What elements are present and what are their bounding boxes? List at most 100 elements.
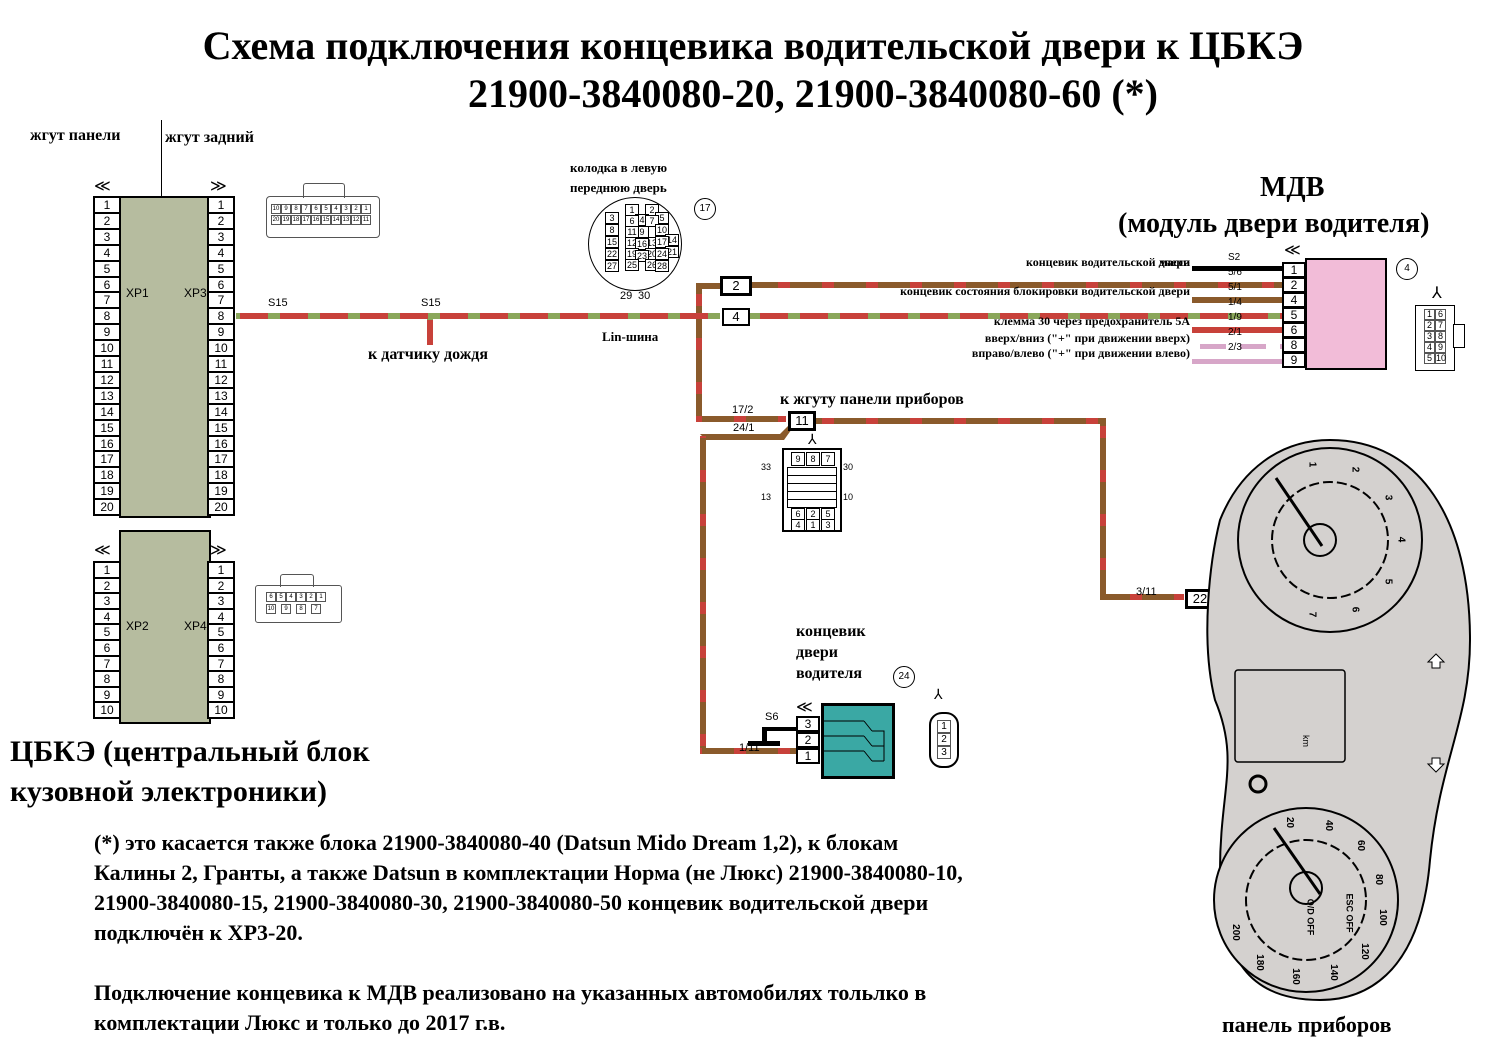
xp3-face-pin-19: 19 <box>281 215 291 225</box>
connector-arrow-right-icon: ≫ <box>210 178 227 195</box>
tachometer-tick-6: 6 <box>1349 606 1361 613</box>
xp3-face-pin-3: 3 <box>341 204 351 214</box>
rain-sensor-label: к датчику дождя <box>368 346 489 363</box>
switch-face-pin-2: 2 <box>937 733 951 746</box>
mdv-face-pin-8: 8 <box>1435 331 1446 342</box>
panel-harness-label: жгут панели <box>30 127 121 144</box>
panel-harness-wire <box>814 418 1106 424</box>
xp3-face-pin-1: 1 <box>361 204 371 214</box>
mdv-face-pin-9: 9 <box>1435 342 1446 353</box>
tachometer-tick-7: 7 <box>1306 611 1318 618</box>
cbke-label: ЦБКЭ (центральный блок кузовной электрон… <box>10 732 370 812</box>
door-switch-number: 24 <box>893 666 915 688</box>
door-connector-pin-24: 24 <box>655 248 669 260</box>
harness-divider <box>161 120 162 196</box>
speedometer-tick-20: 20 <box>1284 817 1296 829</box>
footnote-line3: 21900-3840080-15, 21900-3840080-30, 2190… <box>94 890 929 915</box>
connector-fork-icon: ⅄ <box>934 688 943 703</box>
mdv-wire-code: 5/1 <box>1228 282 1242 293</box>
door-switch-pin-1: 1 <box>796 748 820 764</box>
s15-label-a: S15 <box>268 297 288 309</box>
door-connector-pin-27: 27 <box>605 260 619 272</box>
speedometer-tick-100: 100 <box>1376 909 1388 926</box>
speedometer-tick-120: 120 <box>1359 943 1371 960</box>
cbke-pin-left-13: 13 <box>93 386 121 405</box>
xp3-face-pin-18: 18 <box>291 215 301 225</box>
switch-face-pin-1: 1 <box>937 720 951 733</box>
xp3-face-pin-7: 7 <box>301 204 311 214</box>
lcd-km-unit: km <box>1301 735 1311 747</box>
cbke-pin-right-11: 11 <box>207 355 235 373</box>
leftright-wire <box>1192 359 1282 364</box>
mdv-title: МДВ <box>1260 172 1325 203</box>
wire-tag-11: 11 <box>788 411 816 431</box>
cbke-upper-block <box>119 196 211 518</box>
door-connector-pin-10: 10 <box>655 224 669 236</box>
panel-face-pin-4: 4 <box>791 519 805 531</box>
connector-latch <box>303 183 345 198</box>
footnote-line1: (*) это касается также блока 21900-38400… <box>94 830 899 855</box>
panel-face-pin-8: 8 <box>806 452 820 466</box>
connector-latch <box>1453 324 1465 348</box>
door-connector-label: колодка в левую переднюю дверь <box>570 158 667 198</box>
cbke-pin-right-10: 10 <box>207 701 235 720</box>
diagram-title-line1: Схема подключения концевика водительской… <box>202 23 1304 68</box>
rear-harness-label: жгут задний <box>165 129 254 146</box>
updown-wire <box>1192 344 1282 349</box>
xp3-face-pin-15: 15 <box>321 215 331 225</box>
connector-latch <box>280 574 314 587</box>
tachometer-tick-5: 5 <box>1382 578 1394 585</box>
door-switch-label-line1: концевик <box>796 623 866 640</box>
mdv-wire-code: 2/1 <box>1228 327 1242 338</box>
xp3-face-pin-9: 9 <box>281 204 291 214</box>
s6-label: S6 <box>765 711 779 723</box>
panel-face-grid-row <box>787 499 837 508</box>
mdv-face-pin-10: 10 <box>1435 353 1447 364</box>
rain-sensor-wire <box>427 319 433 345</box>
mdv-signal-label: концевик состояния блокировки водительск… <box>900 284 1190 298</box>
mdv-wire-code: 5/6 <box>1228 267 1242 278</box>
connector-arrow-left-icon: ≪ <box>1284 242 1301 259</box>
footnote: (*) это касается также блока 21900-38400… <box>94 828 963 1038</box>
cbke-label-line1: ЦБКЭ (центральный блок <box>10 735 370 768</box>
mdv-block <box>1305 258 1387 370</box>
xp4-face-pin-5: 5 <box>276 592 286 602</box>
s15-label-b: S15 <box>421 297 441 309</box>
xp4-face-pin-7: 7 <box>311 604 321 614</box>
mdv-wire-code: 1/9 <box>1228 312 1242 323</box>
cbke-pin-right-14: 14 <box>207 402 235 421</box>
door-connector-pin-8: 8 <box>605 224 619 236</box>
tachometer-tick-3: 3 <box>1382 494 1394 501</box>
to-panel-harness-label: к жгуту панели приборов <box>780 391 964 408</box>
mdv-face-pin-6: 6 <box>1435 309 1446 320</box>
esc-off-indicator: ESC OFF <box>1344 893 1355 933</box>
mdv-wire-code: 1/4 <box>1228 297 1242 308</box>
mdv-signal-label: клемма 30 через предохранитель 5А <box>993 314 1190 328</box>
speedometer-tick-80: 80 <box>1373 873 1385 885</box>
wire-tag-22: 22 <box>1185 589 1215 609</box>
xp3-face-pin-6: 6 <box>311 204 321 214</box>
lock-wire-brown <box>1192 297 1282 303</box>
mdv-wire-code: 2/3 <box>1228 342 1242 353</box>
door-connector-label-line2: переднюю дверь <box>570 180 667 195</box>
door-switch-wire <box>748 282 1282 288</box>
door-connector-number: 17 <box>694 198 716 220</box>
footnote-line5: Подключение концевика к МДВ реализовано … <box>94 980 927 1005</box>
xp3-label: XP3 <box>184 286 207 300</box>
connector-fork-icon: ⅄ <box>808 433 817 448</box>
xp3-face-pin-11: 11 <box>361 215 371 225</box>
xp3-face-pin-14: 14 <box>331 215 341 225</box>
xp3-face-pin-16: 16 <box>311 215 321 225</box>
wire-tag-2: 2 <box>720 276 752 296</box>
tachometer-tick-2: 2 <box>1349 466 1361 473</box>
cbke-label-line2: кузовной электроники) <box>10 775 328 808</box>
xp4-face-pin-8: 8 <box>296 604 306 614</box>
ground-wire <box>1192 266 1282 271</box>
mdv-face-pin-7: 7 <box>1435 320 1446 331</box>
xp2-label: XP2 <box>126 619 149 633</box>
